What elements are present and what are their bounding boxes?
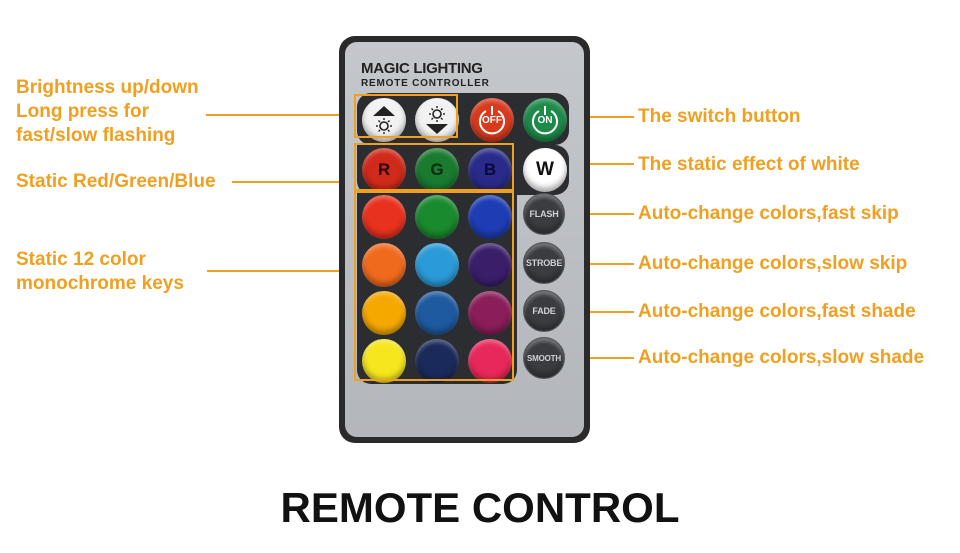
color-key-4[interactable] (362, 243, 406, 287)
strobe-button[interactable]: STROBE (523, 242, 565, 284)
callout-static12-line2: monochrome keys (16, 273, 184, 294)
callout-white: The static effect of white (638, 154, 860, 175)
callout-static12: Static 12 color monochrome keys (16, 248, 184, 296)
callout-strobe: Auto-change colors,slow skip (638, 253, 908, 274)
brightness-up-icon (373, 106, 395, 134)
highlight-rgb (354, 143, 514, 191)
remote-controller: MAGIC LIGHTING REMOTE CONTROLLER (339, 36, 590, 443)
brand-subtitle: REMOTE CONTROLLER (361, 78, 490, 89)
callout-brightness-line3: fast/slow flashing (16, 125, 176, 146)
color-key-6[interactable] (468, 243, 512, 287)
smooth-button[interactable]: SMOOTH (523, 337, 565, 379)
callout-line-flash (564, 213, 634, 215)
color-key-12[interactable] (468, 339, 512, 383)
brightness-down-button[interactable] (415, 98, 459, 142)
brightness-down-icon (426, 106, 448, 134)
callout-line-smooth (564, 357, 634, 359)
callout-line-brightness (206, 114, 356, 116)
white-button[interactable]: W (523, 148, 567, 192)
callout-fade: Auto-change colors,fast shade (638, 301, 916, 322)
color-key-1[interactable] (362, 195, 406, 239)
color-key-3[interactable] (468, 195, 512, 239)
green-button[interactable]: G (415, 148, 459, 192)
callout-line-switch (560, 116, 634, 118)
fade-label: FADE (532, 306, 556, 316)
on-label: ON (537, 114, 553, 126)
remote-face: MAGIC LIGHTING REMOTE CONTROLLER (345, 42, 584, 437)
blue-label: B (483, 160, 497, 179)
power-on-icon (532, 106, 558, 135)
green-label: G (430, 160, 444, 179)
callout-brightness-line1: Brightness up/down (16, 77, 199, 98)
on-button[interactable]: ON (523, 98, 567, 142)
blue-button[interactable]: B (468, 148, 512, 192)
callout-line-static12 (207, 270, 356, 272)
callout-smooth: Auto-change colors,slow shade (638, 347, 925, 368)
callout-line-fade (564, 311, 634, 313)
color-key-9[interactable] (468, 291, 512, 335)
color-key-10[interactable] (362, 339, 406, 383)
highlight-color-keys (354, 191, 514, 381)
callout-brightness-line2: Long press for (16, 101, 150, 122)
white-label: W (536, 159, 554, 180)
page-title: REMOTE CONTROL (280, 484, 680, 531)
callout-static-rgb: Static Red/Green/Blue (16, 171, 216, 192)
off-label: OFF (482, 114, 502, 126)
color-key-5[interactable] (415, 243, 459, 287)
flash-label: FLASH (529, 209, 559, 219)
flash-button[interactable]: FLASH (523, 193, 565, 235)
callout-switch: The switch button (638, 106, 801, 127)
color-key-8[interactable] (415, 291, 459, 335)
off-button[interactable]: OFF (470, 98, 514, 142)
color-key-7[interactable] (362, 291, 406, 335)
red-label: R (377, 160, 391, 179)
red-button[interactable]: R (362, 148, 406, 192)
strobe-label: STROBE (525, 258, 563, 268)
callout-flash: Auto-change colors,fast skip (638, 203, 899, 224)
highlight-brightness (354, 94, 458, 138)
callout-line-white (562, 163, 634, 165)
fade-button[interactable]: FADE (523, 290, 565, 332)
callout-line-strobe (564, 263, 634, 265)
color-key-2[interactable] (415, 195, 459, 239)
color-key-11[interactable] (415, 339, 459, 383)
callout-line-static-rgb (232, 181, 356, 183)
brightness-up-button[interactable] (362, 98, 406, 142)
power-off-icon (479, 106, 505, 135)
brand-name: MAGIC LIGHTING (361, 60, 483, 77)
smooth-label: SMOOTH (527, 353, 561, 363)
callout-static12-line1: Static 12 color (16, 249, 146, 270)
callout-brightness: Brightness up/down Long press for fast/s… (16, 76, 199, 148)
